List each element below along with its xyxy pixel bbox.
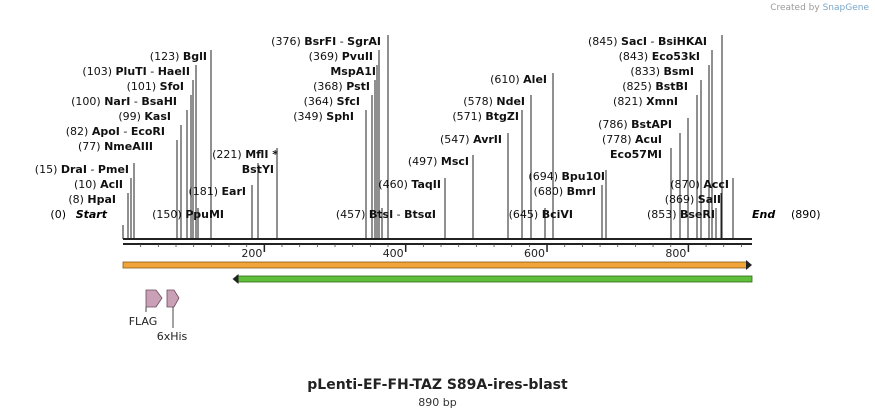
ruler: 200 400 600 800	[140, 244, 742, 260]
site-label-sphi[interactable]: (349) SphI	[293, 110, 354, 123]
site-label-bgli[interactable]: (123) BglI	[150, 50, 207, 63]
site-label-eari[interactable]: (181) EarI	[188, 185, 246, 198]
site-label-alei[interactable]: (610) AleI	[490, 73, 547, 86]
site-label-avrii[interactable]: (547) AvrII	[440, 133, 502, 146]
sequence-map: (8) HpaI (10) AclI (15) DraI - PmeI (77) Nm…	[35, 35, 821, 343]
tick-label-600: 600	[524, 247, 545, 260]
site-label-taqii[interactable]: (460) TaqII	[378, 178, 441, 191]
site-label-ndei[interactable]: (578) NdeI	[463, 95, 525, 108]
start-label: Start	[76, 208, 108, 221]
site-label-acui[interactable]: (778) AcuI	[602, 133, 662, 146]
flag-feature[interactable]	[145, 289, 163, 308]
site-label-sfci[interactable]: (364) SfcI	[304, 95, 360, 108]
site-labels: (8) HpaI (10) AclI (15) DraI - PmeI (77) Nm…	[35, 35, 821, 221]
map-length: 890 bp	[418, 396, 457, 409]
site-label-saci[interactable]: (845) SacI - BsiHKAI	[588, 35, 707, 48]
site-label-bpu10i[interactable]: (694) Bpu10I	[528, 170, 605, 183]
snapgene-logo: SnapGene	[822, 3, 869, 13]
site-label-hpai[interactable]: (8) HpaI	[68, 193, 116, 206]
start-pos: (0)	[50, 208, 66, 221]
tick-label-400: 400	[383, 247, 404, 260]
end-label: End	[752, 208, 775, 221]
site-label-bstbi[interactable]: (825) BstBI	[622, 80, 688, 93]
site-label-sfoi[interactable]: (101) SfoI	[127, 80, 184, 93]
site-label-btgzi[interactable]: (571) BtgZI	[452, 110, 519, 123]
site-label-pvuii[interactable]: (369) PvuII	[309, 50, 373, 63]
site-label-psti[interactable]: (368) PstI	[313, 80, 370, 93]
site-label-nmeaiii[interactable]: (77) NmeAIII	[78, 140, 153, 153]
site-label-drai[interactable]: (15) DraI - PmeI	[35, 163, 129, 176]
map-title: pLenti-EF-FH-TAZ S89A-ires-blast	[307, 377, 568, 393]
site-label-apoi[interactable]: (82) ApoI - EcoRI	[66, 125, 165, 138]
site-label-eco57mi[interactable]: Eco57MI	[610, 148, 662, 161]
orange-feature-bar[interactable]	[122, 261, 749, 269]
end-pos: (890)	[791, 208, 821, 221]
site-label-bmri[interactable]: (680) BmrI	[534, 185, 596, 198]
site-label-mfli[interactable]: (221) MflI *	[212, 148, 278, 161]
site-lines	[122, 35, 734, 239]
site-label-bsrfi[interactable]: (376) BsrFI - SgrAI	[271, 35, 381, 48]
credit: Created by SnapGene	[770, 3, 869, 13]
his-label: 6xHis	[157, 330, 188, 343]
site-label-sali[interactable]: (869) SalI	[665, 193, 721, 206]
site-label-eco53ki[interactable]: (843) Eco53kI	[619, 50, 700, 63]
site-label-bsmi[interactable]: (833) BsmI	[630, 65, 694, 78]
tick-label-800: 800	[665, 247, 686, 260]
tick-label-200: 200	[241, 247, 262, 260]
green-feature-arrow	[232, 274, 239, 284]
site-label-bstapi[interactable]: (786) BstAPI	[598, 118, 672, 131]
flag-label: FLAG	[129, 315, 158, 328]
site-label-bseri[interactable]: (853) BseRI	[647, 208, 715, 221]
site-label-btsi[interactable]: (457) BtsI - BtsαI	[336, 208, 436, 221]
site-label-mspa1i[interactable]: MspA1I	[330, 65, 376, 78]
site-label-pluti[interactable]: (103) PluTI - HaeII	[82, 65, 190, 78]
site-label-xmni[interactable]: (821) XmnI	[613, 95, 678, 108]
site-label-bcivi[interactable]: (645) BciVI	[509, 208, 573, 221]
feature-bars	[122, 260, 753, 284]
his-feature[interactable]	[166, 289, 180, 308]
credit-prefix: Created by	[770, 3, 820, 13]
site-label-acli[interactable]: (10) AclI	[74, 178, 123, 191]
site-label-acci[interactable]: (870) AccI	[670, 178, 729, 191]
orange-feature-arrow	[746, 260, 752, 270]
site-label-bstyi[interactable]: BstYI	[242, 163, 274, 176]
site-label-ppumi[interactable]: (150) PpuMI	[152, 208, 224, 221]
site-label-kasi[interactable]: (99) KasI	[118, 110, 171, 123]
site-label-msci[interactable]: (497) MscI	[408, 155, 469, 168]
features: FLAG 6xHis	[129, 289, 188, 343]
green-feature-bar[interactable]	[236, 275, 753, 283]
site-label-nari[interactable]: (100) NarI - BsaHI	[71, 95, 177, 108]
